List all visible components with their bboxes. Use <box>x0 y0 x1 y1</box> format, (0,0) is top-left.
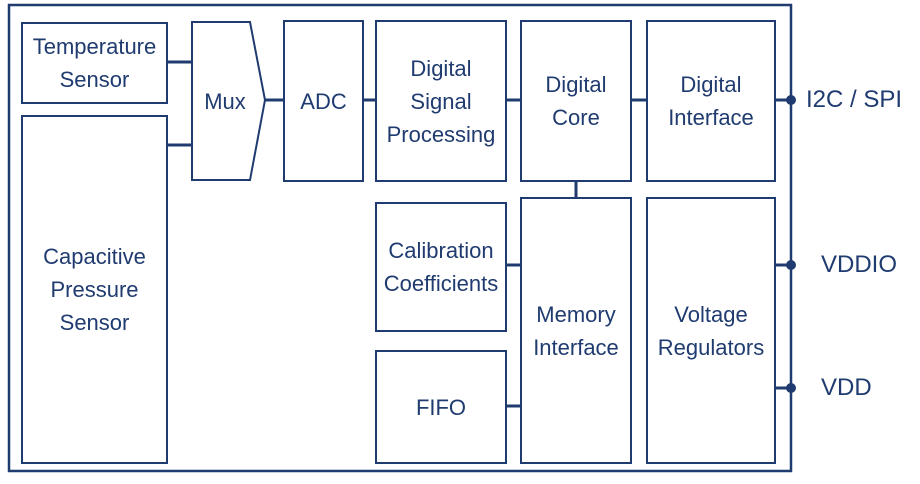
vddio-pin-dot <box>786 260 796 270</box>
digital-core-label: Digital Core <box>545 72 607 130</box>
temperature-sensor-block <box>21 22 168 104</box>
calibration-coefficients-label: Calibration Coefficients <box>383 238 499 296</box>
vddio-pin-label: VDDIO <box>821 251 898 278</box>
i2c-spi-pin-label: I2C / SPI <box>806 86 903 113</box>
digital-core-block <box>520 20 632 182</box>
capacitive-pressure-sensor-label: Capacitive Pressure Sensor <box>43 244 146 335</box>
capacitive-pressure-sensor-block <box>21 115 168 464</box>
calibration-coefficients-block <box>375 202 507 332</box>
vdd-pin-dot <box>786 383 796 393</box>
adc-label: ADC <box>300 88 347 114</box>
fifo-block <box>375 350 507 464</box>
fifo-label: FIFO <box>415 394 467 420</box>
voltage-regulators-label: Voltage Regulators <box>657 301 765 360</box>
i2c-pin-dot <box>786 95 796 105</box>
digital-signal-processing-label: Digital Signal Processing <box>386 55 496 147</box>
mux-shape <box>191 21 267 181</box>
temperature-sensor-label: Temperature Sensor <box>32 34 157 92</box>
vdd-pin-label: VDD <box>821 374 872 401</box>
memory-interface-block <box>520 197 632 464</box>
chip-outline <box>7 3 793 473</box>
memory-interface-label: Memory Interface <box>533 301 619 360</box>
voltage-regulators-block <box>646 197 776 464</box>
digital-interface-label: Digital Interface <box>668 72 754 130</box>
digital-signal-processing-block <box>375 20 507 182</box>
adc-block <box>283 20 364 182</box>
mux-label: Mux <box>204 88 246 114</box>
digital-interface-block <box>646 20 776 182</box>
